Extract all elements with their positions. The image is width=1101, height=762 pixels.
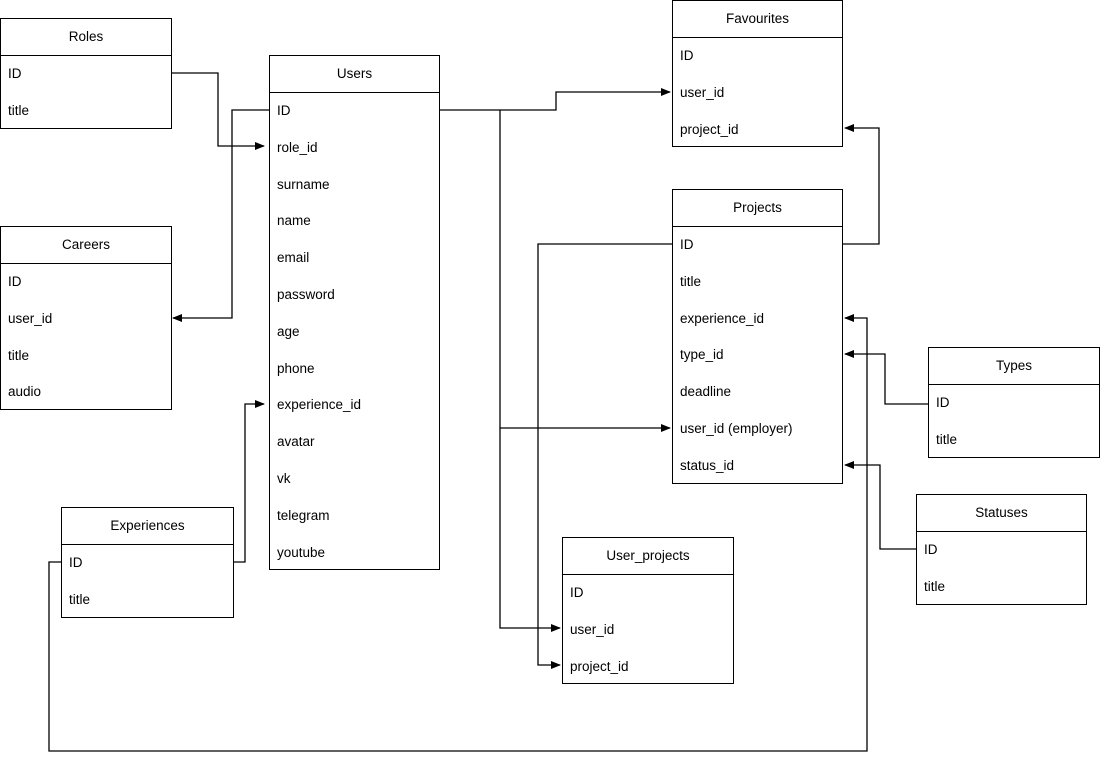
entity-field: user_id [570, 621, 615, 637]
entity-field: password [277, 286, 335, 302]
entity-title: Experiences [62, 508, 233, 545]
entity-field: surname [277, 176, 330, 192]
entity-field: project_id [570, 658, 629, 674]
entity-field: title [936, 431, 958, 447]
entity-field: experience_id [277, 397, 362, 413]
entity-field: ID [8, 274, 22, 289]
entity-field: ID [570, 585, 584, 600]
entity-field: title [8, 102, 30, 118]
statuses-projects-connector [844, 461, 916, 550]
entity-title: Careers [1, 227, 171, 264]
entity-field: age [277, 323, 300, 339]
roles-users-connector [172, 72, 265, 150]
entity-field: user_id (employer) [680, 420, 793, 436]
entity-title: Statuses [917, 495, 1086, 532]
entity-field: status_id [680, 457, 735, 473]
entity-field: name [277, 213, 311, 229]
entity-field: type_id [680, 347, 724, 363]
entity-title: Favourites [673, 1, 842, 38]
entity-field: role_id [277, 139, 318, 155]
entity-field: avatar [277, 434, 315, 450]
users-favourites-connector [440, 88, 671, 111]
entity-field: ID [936, 395, 950, 410]
users-projects-connector [499, 110, 671, 432]
entity-field: project_id [680, 121, 739, 137]
users-careers-connector [172, 109, 269, 322]
entity-field: title [924, 578, 946, 594]
entity-field: phone [277, 360, 315, 376]
entity-field: ID [680, 48, 694, 63]
types-projects-connector [844, 350, 928, 405]
entity-field: title [69, 591, 91, 607]
entity-field: telegram [277, 507, 330, 523]
experiences-projects-connector [48, 314, 868, 752]
entity-field: experience_id [680, 310, 765, 326]
entity-field: audio [8, 384, 42, 400]
projects-userprojects-connector [537, 243, 672, 669]
entity-title: Types [929, 348, 1099, 385]
entity-field: ID [680, 237, 694, 252]
entity-title: Users [270, 56, 439, 93]
entity-field: title [680, 273, 702, 289]
users-userprojects-connector [499, 428, 561, 632]
entity-field: deadline [680, 384, 732, 400]
entity-field: ID [69, 555, 83, 570]
entity-title: User_projects [563, 538, 733, 575]
entity-field: title [8, 347, 30, 363]
projects-favourites-connector [843, 124, 880, 245]
entity-field: user_id [8, 310, 53, 326]
entity-field: vk [277, 470, 291, 486]
entity-field: email [277, 250, 310, 266]
entity-field: user_id [680, 84, 725, 100]
entity-title: Projects [673, 190, 842, 227]
entity-field: ID [277, 103, 291, 118]
entity-title: Roles [1, 19, 171, 56]
entity-field: ID [924, 542, 938, 557]
entity-field: youtube [277, 544, 326, 560]
experiences-users-connector [234, 400, 265, 563]
entity-field: ID [8, 66, 22, 81]
